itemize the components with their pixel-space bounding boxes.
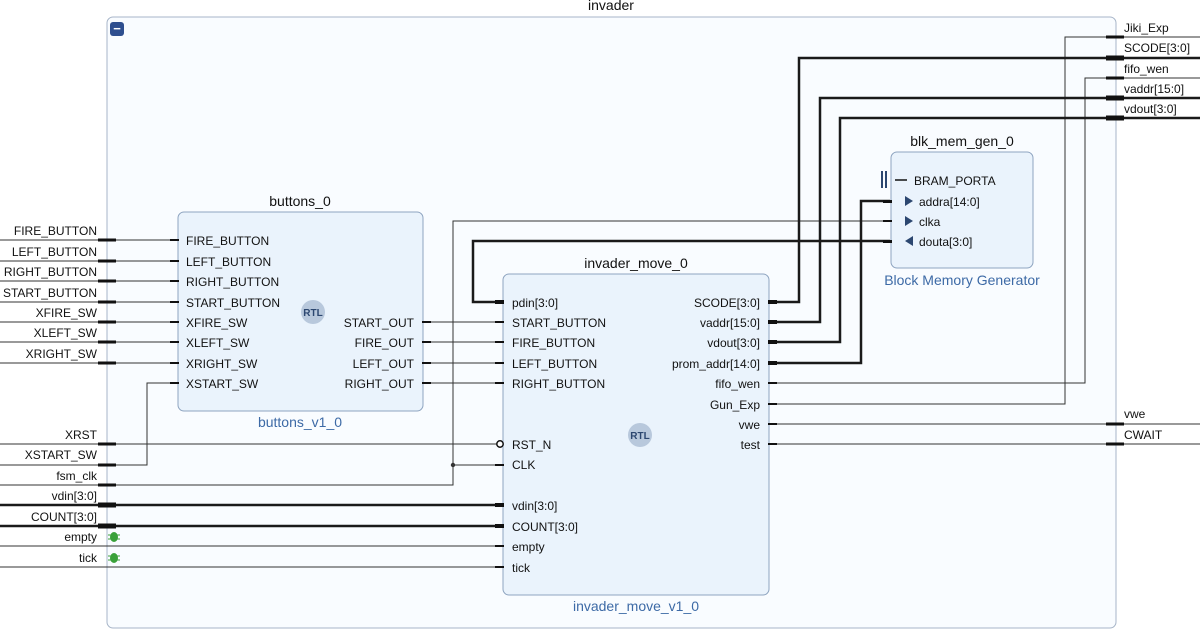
invader-move-ip-block[interactable]: invader_move_0 invader_move_v1_0 pdin[3:…	[495, 255, 777, 614]
port-label: Jiki_Exp	[1124, 21, 1169, 35]
pin-label: fifo_wen	[715, 377, 760, 391]
pin-label: COUNT[3:0]	[512, 520, 578, 534]
pin-label: addra[14:0]	[919, 195, 980, 209]
input-arrow-icon	[905, 216, 913, 226]
pin-label: XRIGHT_SW	[186, 357, 258, 371]
pin-label: test	[741, 438, 761, 452]
pin-label: RST_N	[512, 438, 551, 452]
top-output-labels: Jiki_Exp SCODE[3:0] fifo_wen vaddr[15:0]…	[1124, 21, 1190, 442]
pin-label: LEFT_BUTTON	[186, 255, 271, 269]
port-label: XRIGHT_SW	[26, 347, 98, 361]
port-label: XFIRE_SW	[36, 306, 98, 320]
pin-label: douta[3:0]	[919, 235, 972, 249]
block-memory-generator-block[interactable]: blk_mem_gen_0 Block Memory Generator BRA…	[881, 133, 1040, 288]
pin-label: prom_addr[14:0]	[672, 357, 760, 371]
collapse-button[interactable]	[110, 22, 124, 36]
pin-label: vwe	[739, 418, 761, 432]
port-label: LEFT_BUTTON	[12, 245, 97, 259]
rtl-badge-icon: RTL	[301, 300, 325, 324]
port-label: vdout[3:0]	[1124, 102, 1177, 116]
port-label: vwe	[1124, 407, 1146, 421]
pin-label: clka	[919, 215, 941, 229]
port-label: XLEFT_SW	[34, 326, 98, 340]
pin-label: XFIRE_SW	[186, 316, 248, 330]
pin-label: XLEFT_SW	[186, 336, 250, 350]
pin-label: tick	[512, 561, 531, 575]
port-label: vaddr[15:0]	[1124, 82, 1184, 96]
top-input-labels: FIRE_BUTTON LEFT_BUTTON RIGHT_BUTTON STA…	[3, 224, 98, 565]
pin-label: START_BUTTON	[512, 316, 606, 330]
collapse-icon: −	[113, 21, 121, 36]
pin-label: LEFT_BUTTON	[512, 357, 597, 371]
net-junction	[450, 462, 456, 468]
pin-label: START_BUTTON	[186, 296, 280, 310]
input-arrow-icon	[905, 196, 913, 206]
port-label: tick	[79, 551, 98, 565]
pin-label: BRAM_PORTA	[914, 174, 996, 188]
port-label: XRST	[65, 428, 98, 442]
port-label: RIGHT_BUTTON	[4, 265, 97, 279]
port-label: fifo_wen	[1124, 62, 1169, 76]
nets-thin	[0, 36, 1200, 568]
port-label: CWAIT	[1124, 428, 1163, 442]
pin-label: FIRE_BUTTON	[186, 234, 269, 248]
pin-label: RIGHT_OUT	[345, 377, 415, 391]
port-label: FIRE_BUTTON	[14, 224, 97, 238]
buttons-ip-block[interactable]: buttons_0 buttons_v1_0 FIRE_BUTTON LEFT_…	[170, 193, 431, 430]
pin-label: START_OUT	[344, 316, 415, 330]
bus-interface-icon	[881, 171, 907, 188]
pin-label: FIRE_BUTTON	[512, 336, 595, 350]
block-ip-name: invader_move_v1_0	[573, 598, 699, 614]
block-instance-name: buttons_0	[269, 193, 331, 209]
pin-label: pdin[3:0]	[512, 296, 558, 310]
pin-label: RIGHT_BUTTON	[186, 275, 279, 289]
output-arrow-icon	[905, 236, 913, 246]
block-instance-name: blk_mem_gen_0	[910, 133, 1014, 149]
svg-text:RTL: RTL	[630, 431, 649, 442]
pin-label: XSTART_SW	[186, 377, 259, 391]
port-label: START_BUTTON	[3, 286, 97, 300]
pin-label: Gun_Exp	[710, 398, 760, 412]
pin-label: vaddr[15:0]	[700, 316, 760, 330]
port-label: fsm_clk	[56, 469, 98, 483]
pin-label: FIRE_OUT	[355, 336, 415, 350]
pin-label: CLK	[512, 458, 535, 472]
pin-label: empty	[512, 540, 545, 554]
block-ip-name: buttons_v1_0	[258, 414, 342, 430]
port-label: SCODE[3:0]	[1124, 41, 1190, 55]
invader-title: invader	[588, 0, 634, 13]
debug-bug-icon[interactable]	[108, 553, 120, 563]
pin-label: vdout[3:0]	[707, 336, 760, 350]
pin-label: RIGHT_BUTTON	[512, 377, 605, 391]
port-label: empty	[64, 530, 97, 544]
port-label: vdin[3:0]	[52, 489, 97, 503]
nets-bus	[0, 56, 1200, 528]
port-label: COUNT[3:0]	[31, 510, 97, 524]
rtl-badge-icon: RTL	[628, 423, 652, 447]
pin-label: SCODE[3:0]	[694, 296, 760, 310]
block-ip-name: Block Memory Generator	[884, 272, 1040, 288]
inverted-pin-icon	[496, 440, 504, 448]
top-port-markers	[98, 35, 1124, 529]
block-instance-name: invader_move_0	[584, 255, 688, 271]
pin-label: LEFT_OUT	[353, 357, 415, 371]
debug-bug-icon[interactable]	[108, 532, 120, 542]
pin-label: vdin[3:0]	[512, 499, 557, 513]
port-label: XSTART_SW	[25, 448, 98, 462]
svg-text:RTL: RTL	[303, 308, 322, 319]
